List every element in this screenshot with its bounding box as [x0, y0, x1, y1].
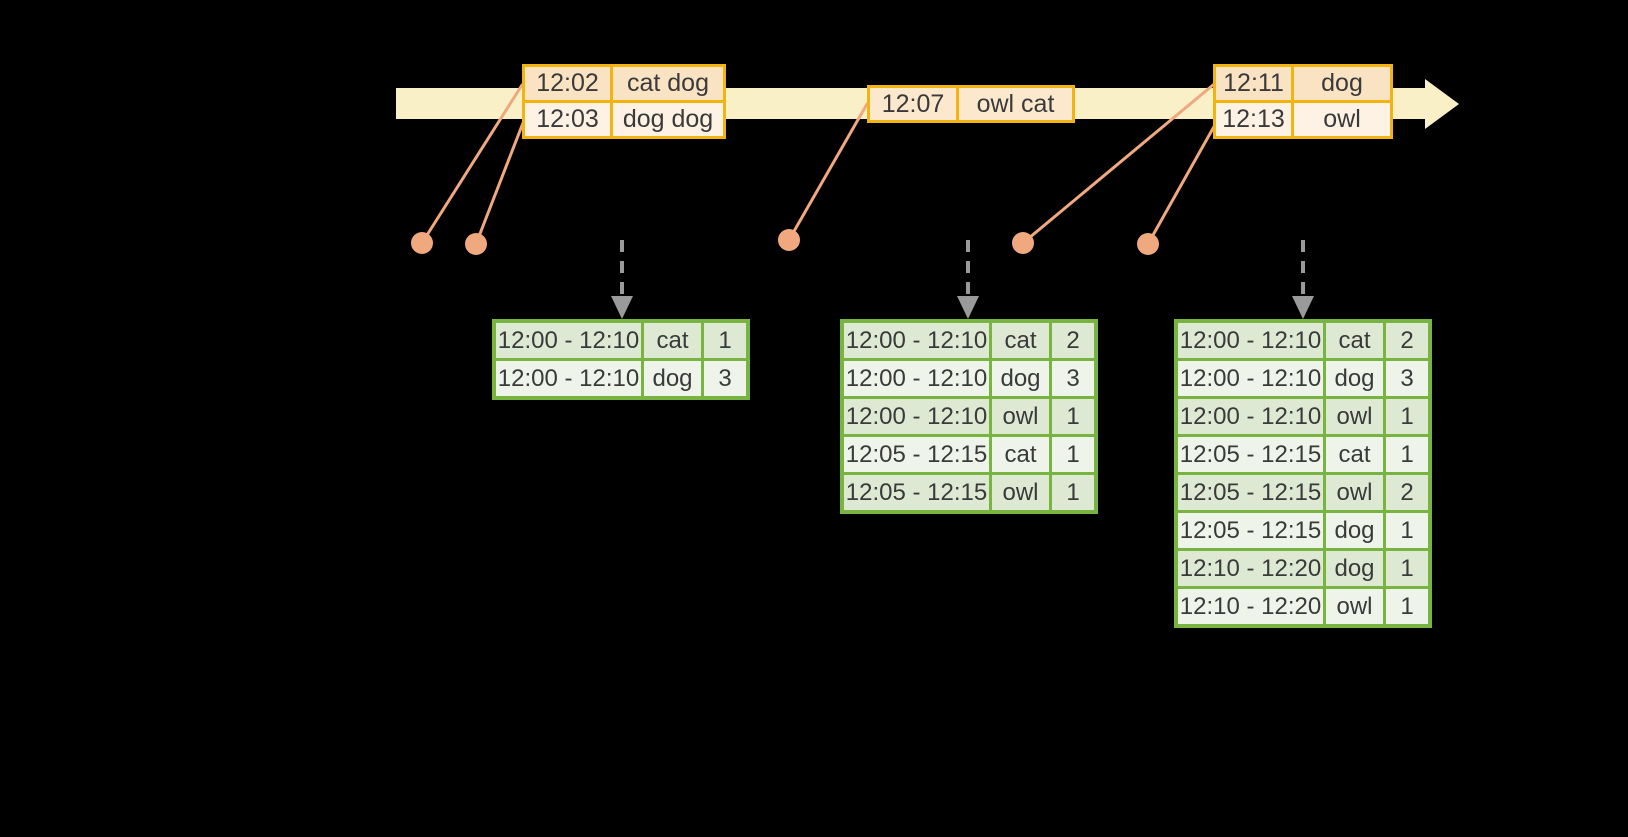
event-table-3: 12:11 dog 12:13 owl [1213, 64, 1393, 139]
window-cell: 12:00 - 12:10 [496, 323, 641, 358]
word-cell: dog [1326, 513, 1383, 548]
word-cell: owl [992, 399, 1049, 434]
trigger-arrowhead-icon [957, 296, 979, 319]
window-cell: 12:00 - 12:10 [844, 361, 989, 396]
window-cell: 12:05 - 12:15 [844, 475, 989, 510]
window-cell: 12:05 - 12:15 [1178, 475, 1323, 510]
result-table-2: 12:00 - 12:10 cat 2 12:00 - 12:10 dog 3 … [840, 319, 1098, 514]
count-cell: 1 [1386, 399, 1428, 434]
event-table-2: 12:07 owl cat [867, 85, 1075, 123]
event-words-cell: owl [1294, 103, 1390, 136]
trigger-arrowhead-icon [611, 296, 633, 319]
event-dot [1137, 233, 1159, 255]
event-dot [465, 233, 487, 255]
timeline-arrowhead-icon [1425, 79, 1459, 129]
word-cell: dog [1326, 551, 1383, 586]
count-cell: 1 [1052, 437, 1094, 472]
window-cell: 12:00 - 12:10 [1178, 399, 1323, 434]
ingest-line [474, 121, 525, 246]
count-cell: 3 [1386, 361, 1428, 396]
event-time-cell: 12:11 [1216, 67, 1291, 100]
count-cell: 1 [1386, 551, 1428, 586]
count-cell: 1 [1386, 513, 1428, 548]
ingest-line [1146, 121, 1218, 246]
count-cell: 3 [704, 361, 746, 396]
result-table-1: 12:00 - 12:10 cat 1 12:00 - 12:10 dog 3 [492, 319, 750, 400]
word-cell: dog [1326, 361, 1383, 396]
count-cell: 2 [1386, 475, 1428, 510]
count-cell: 1 [704, 323, 746, 358]
event-time-cell: 12:13 [1216, 103, 1291, 136]
event-words-cell: dog [1294, 67, 1390, 100]
word-cell: owl [992, 475, 1049, 510]
event-dot [778, 229, 800, 251]
word-cell: owl [1326, 589, 1383, 624]
word-cell: cat [992, 323, 1049, 358]
event-time-cell: 12:03 [525, 103, 610, 136]
count-cell: 2 [1052, 323, 1094, 358]
count-cell: 1 [1052, 399, 1094, 434]
ingest-line [787, 102, 869, 242]
word-cell: cat [1326, 437, 1383, 472]
count-cell: 3 [1052, 361, 1094, 396]
word-cell: owl [1326, 399, 1383, 434]
window-cell: 12:00 - 12:10 [496, 361, 641, 396]
word-cell: dog [644, 361, 701, 396]
word-cell: dog [992, 361, 1049, 396]
event-time-cell: 12:02 [525, 67, 610, 100]
window-cell: 12:00 - 12:10 [1178, 361, 1323, 396]
window-cell: 12:05 - 12:15 [844, 437, 989, 472]
event-dot [1012, 232, 1034, 254]
window-cell: 12:10 - 12:20 [1178, 589, 1323, 624]
count-cell: 1 [1386, 437, 1428, 472]
count-cell: 1 [1052, 475, 1094, 510]
event-table-1: 12:02 cat dog 12:03 dog dog [522, 64, 726, 139]
event-time-cell: 12:07 [870, 88, 956, 120]
event-words-cell: cat dog [613, 67, 723, 100]
window-cell: 12:10 - 12:20 [1178, 551, 1323, 586]
event-words-cell: dog dog [613, 103, 723, 136]
result-table-3: 12:00 - 12:10 cat 2 12:00 - 12:10 dog 3 … [1174, 319, 1432, 628]
count-cell: 1 [1386, 589, 1428, 624]
word-cell: cat [1326, 323, 1383, 358]
window-cell: 12:00 - 12:10 [844, 399, 989, 434]
word-cell: owl [1326, 475, 1383, 510]
word-cell: cat [644, 323, 701, 358]
window-cell: 12:00 - 12:10 [1178, 323, 1323, 358]
window-cell: 12:05 - 12:15 [1178, 437, 1323, 472]
count-cell: 2 [1386, 323, 1428, 358]
event-dot [411, 232, 433, 254]
window-cell: 12:00 - 12:10 [844, 323, 989, 358]
trigger-arrowhead-icon [1292, 296, 1314, 319]
word-cell: cat [992, 437, 1049, 472]
event-words-cell: owl cat [959, 88, 1072, 120]
window-cell: 12:05 - 12:15 [1178, 513, 1323, 548]
